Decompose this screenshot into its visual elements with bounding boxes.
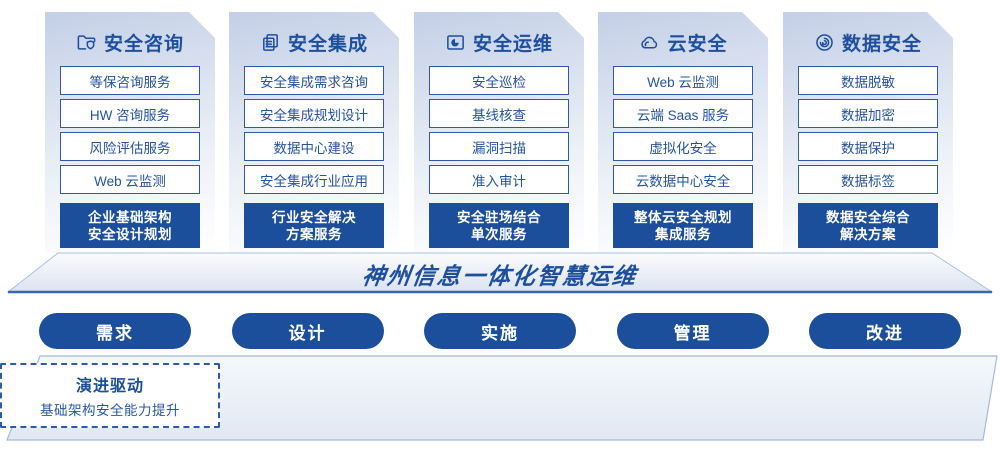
service-item: HW 咨询服务: [60, 99, 200, 128]
card-header: 安全运维: [414, 27, 584, 57]
card-items: 安全巡检 基线核查 漏洞扫描 准入审计: [414, 66, 584, 194]
service-item: 安全巡检: [429, 66, 569, 95]
process-pills-row: 需求 设计 实施 管理 改进: [39, 313, 961, 349]
card-title: 云安全: [667, 33, 728, 55]
card-header: 安全咨询: [45, 27, 215, 57]
card-footer: 数据安全综合 解决方案: [798, 203, 938, 248]
service-item: 准入审计: [429, 165, 569, 194]
service-item: 数据中心建设: [244, 132, 384, 161]
service-item: Web 云监测: [613, 66, 753, 95]
folder-pie-icon: [445, 32, 466, 53]
folder-shield-icon: [76, 32, 97, 53]
stacked-documents-icon: [260, 32, 281, 53]
service-item: 数据脱敏: [798, 66, 938, 95]
card-security-integration: 安全集成 安全集成需求咨询 安全集成规划设计 数据中心建设 安全集成行业应用 行…: [229, 12, 399, 253]
service-item: 风险评估服务: [60, 132, 200, 161]
pill-implementation: 实施: [424, 313, 576, 349]
card-title: 数据安全: [841, 33, 922, 55]
service-item: 虚拟化安全: [613, 132, 753, 161]
card-header: 云安全: [598, 27, 768, 57]
service-item: 等保咨询服务: [60, 66, 200, 95]
card-title: 安全运维: [472, 33, 553, 55]
service-item: 数据标签: [798, 165, 938, 194]
card-items: Web 云监测 云端 Saas 服务 虚拟化安全 云数据中心安全: [598, 66, 768, 194]
card-cloud-security: 云安全 Web 云监测 云端 Saas 服务 虚拟化安全 云数据中心安全 整体云…: [598, 12, 768, 253]
card-items: 等保咨询服务 HW 咨询服务 风险评估服务 Web 云监测: [45, 66, 215, 194]
cloud-icon: [638, 32, 660, 53]
card-footer: 整体云安全规划 集成服务: [613, 203, 753, 248]
service-item: 数据保护: [798, 132, 938, 161]
service-item: 基线核查: [429, 99, 569, 128]
driver-desc: 基础架构安全能力提升: [40, 403, 180, 418]
banner-platform: [6, 252, 994, 294]
service-item: Web 云监测: [60, 165, 200, 194]
card-title: 安全集成: [287, 33, 368, 55]
card-footer: 企业基础架构 安全设计规划: [60, 203, 200, 248]
driver-evolution: 演进驱动 基础架构安全能力提升: [0, 363, 220, 428]
service-item: 安全集成规划设计: [244, 99, 384, 128]
banner-title: 神州信息一体化智慧运维: [360, 263, 640, 289]
fingerprint-icon: [814, 32, 835, 53]
service-item: 漏洞扫描: [429, 132, 569, 161]
service-item: 数据加密: [798, 99, 938, 128]
card-security-consulting: 安全咨询 等保咨询服务 HW 咨询服务 风险评估服务 Web 云监测 企业基础架…: [45, 12, 215, 253]
service-item: 云数据中心安全: [613, 165, 753, 194]
service-item: 安全集成需求咨询: [244, 66, 384, 95]
card-footer: 行业安全解决 方案服务: [244, 203, 384, 248]
card-items: 数据脱敏 数据加密 数据保护 数据标签: [783, 66, 953, 194]
card-security-operations: 安全运维 安全巡检 基线核查 漏洞扫描 准入审计 安全驻场结合 单次服务: [414, 12, 584, 253]
pill-requirement: 需求: [39, 313, 191, 349]
service-item: 云端 Saas 服务: [613, 99, 753, 128]
card-items: 安全集成需求咨询 安全集成规划设计 数据中心建设 安全集成行业应用: [229, 66, 399, 194]
card-header: 数据安全: [783, 27, 953, 57]
card-title: 安全咨询: [103, 33, 184, 55]
card-data-security: 数据安全 数据脱敏 数据加密 数据保护 数据标签 数据安全综合 解决方案: [783, 12, 953, 253]
pill-design: 设计: [231, 313, 384, 349]
service-item: 安全集成行业应用: [244, 165, 384, 194]
pill-improvement: 改进: [809, 313, 961, 349]
card-footer: 安全驻场结合 单次服务: [429, 203, 569, 248]
driver-title: 演进驱动: [75, 378, 144, 395]
pill-management: 管理: [616, 313, 769, 349]
card-header: 安全集成: [229, 27, 399, 57]
